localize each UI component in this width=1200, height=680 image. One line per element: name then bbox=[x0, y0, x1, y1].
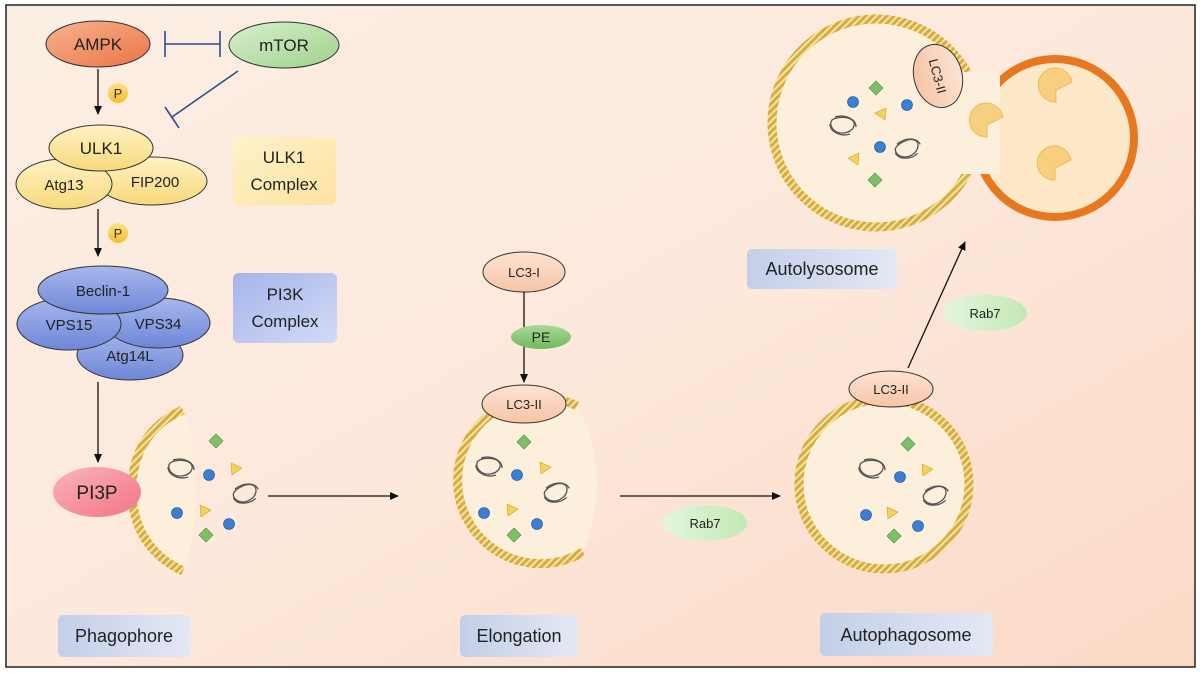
svg-text:Complex: Complex bbox=[251, 312, 319, 331]
pe-node: PE bbox=[511, 325, 571, 349]
mtor-label: mTOR bbox=[259, 36, 309, 55]
lc3ii-elongation-node: LC3-II bbox=[481, 384, 567, 424]
beclin1-label: Beclin-1 bbox=[76, 283, 130, 300]
autophagosome-vesicle bbox=[794, 394, 974, 574]
stage-label-phagophore: Phagophore bbox=[58, 615, 191, 657]
vps34-label: VPS34 bbox=[135, 316, 182, 333]
rab7-upper-node: Rab7 bbox=[943, 295, 1027, 331]
stage-label-autolysosome: Autolysosome bbox=[747, 249, 897, 289]
svg-text:Complex: Complex bbox=[250, 175, 318, 194]
pi3p-label: PI3P bbox=[76, 483, 117, 504]
svg-text:Autophagosome: Autophagosome bbox=[840, 625, 971, 645]
svg-text:Autolysosome: Autolysosome bbox=[765, 259, 878, 279]
pi3k-complex-proteins: Atg14L VPS34 VPS15 Beclin-1 bbox=[16, 265, 211, 381]
rab7-upper-label: Rab7 bbox=[969, 306, 1000, 321]
pe-label: PE bbox=[532, 329, 551, 345]
phospho-badge-1: P bbox=[108, 83, 128, 103]
svg-text:ULK1: ULK1 bbox=[263, 148, 306, 167]
lc3ii-autophagosome-label: LC3-II bbox=[873, 382, 908, 397]
lc3i-node: LC3-I bbox=[482, 251, 566, 293]
mtor-inhibits-ulk1 bbox=[164, 70, 239, 129]
rab7-lower-node: Rab7 bbox=[663, 505, 747, 541]
ulk1-complex-proteins: FIP200 Atg13 ULK1 bbox=[15, 124, 208, 210]
svg-text:P: P bbox=[114, 86, 123, 101]
ampk-node: AMPK bbox=[45, 20, 151, 68]
arrow-autophagosome-autolysosome bbox=[907, 241, 966, 369]
atg13-label: Atg13 bbox=[44, 177, 83, 194]
ampk-inhibits-mtor bbox=[164, 31, 221, 57]
svg-text:P: P bbox=[114, 226, 123, 241]
ulk1-label: ULK1 bbox=[80, 139, 123, 158]
stage-label-autophagosome: Autophagosome bbox=[820, 613, 993, 656]
autolysosome: LC3-II bbox=[767, 14, 1138, 232]
phospho-badge-2: P bbox=[108, 223, 128, 243]
lc3ii-autophagosome-node: LC3-II bbox=[848, 370, 934, 408]
pi3p-node: PI3P bbox=[53, 467, 141, 517]
pi3k-complex-label: PI3K Complex bbox=[233, 273, 337, 343]
lc3ii-elongation-label: LC3-II bbox=[506, 397, 541, 412]
rab7-lower-label: Rab7 bbox=[689, 516, 720, 531]
lc3i-label: LC3-I bbox=[508, 265, 540, 280]
mtor-node: mTOR bbox=[228, 21, 340, 69]
svg-text:Phagophore: Phagophore bbox=[75, 626, 173, 646]
ampk-label: AMPK bbox=[74, 35, 123, 54]
fip200-label: FIP200 bbox=[131, 174, 179, 191]
stage-label-elongation: Elongation bbox=[460, 615, 578, 657]
svg-text:PI3K: PI3K bbox=[267, 285, 305, 304]
atg14l-label: Atg14L bbox=[106, 348, 154, 365]
svg-text:Elongation: Elongation bbox=[476, 626, 561, 646]
ulk1-complex-label: ULK1 Complex bbox=[233, 137, 336, 205]
vps15-label: VPS15 bbox=[46, 317, 93, 334]
